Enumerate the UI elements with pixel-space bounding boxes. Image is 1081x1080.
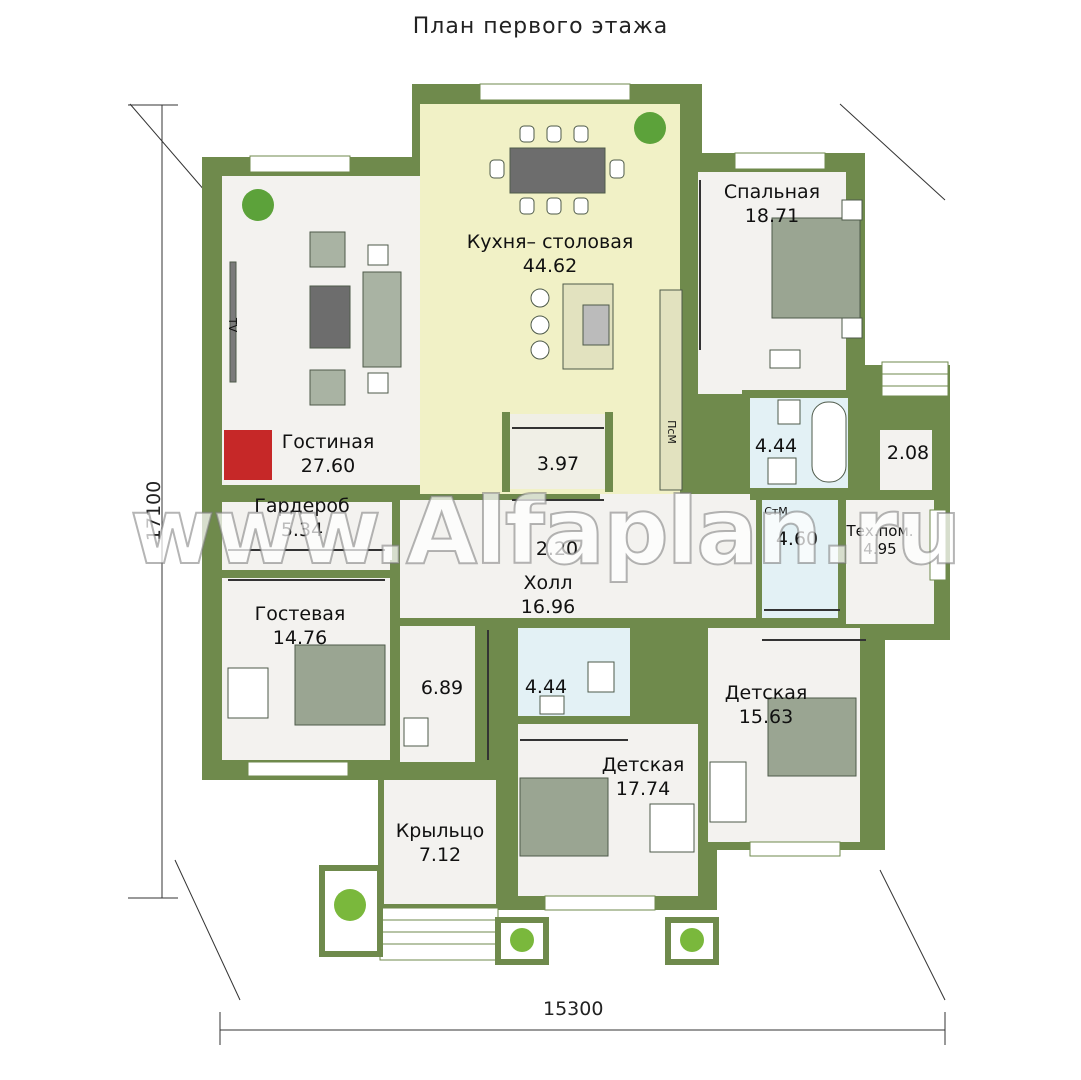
- tv-label: TV: [226, 317, 239, 333]
- room-area: 14.76: [272, 627, 328, 649]
- plan-title: План первого этажа: [412, 14, 669, 39]
- room-area: 4.44: [524, 676, 568, 698]
- washer-label: СтМ: [764, 505, 788, 518]
- room-label-bedroom: Спальная 18.71: [724, 180, 820, 228]
- room-label-living: Гостиная 27.60: [282, 430, 375, 478]
- room-label-child2: Детская 17.74: [602, 753, 685, 801]
- room-label-wc: 4.60: [776, 527, 818, 551]
- room-area: 5.34: [280, 519, 324, 541]
- windows: [247, 83, 947, 911]
- sofa: [362, 271, 402, 368]
- room-label-bath2: 4.44: [525, 675, 567, 699]
- room-label-tech: Тех.пом. 4.95: [846, 522, 913, 558]
- room-name: Кухня– столовая: [466, 231, 634, 253]
- interior-walls: [390, 390, 850, 840]
- wardrobe-racks: [228, 180, 866, 760]
- room-area: 17.74: [615, 778, 671, 800]
- room-label-bathroom: 4.44: [755, 434, 797, 458]
- room-name: Спальная: [723, 181, 821, 203]
- wc-floor: [758, 500, 840, 618]
- room-area: 16.96: [520, 596, 576, 618]
- room-label-kitchen: Кухня– столовая 44.62: [467, 230, 634, 278]
- bathtub: [811, 401, 847, 483]
- room-label-hall: Холл 16.96: [521, 571, 575, 619]
- room-area: 4.60: [775, 528, 819, 550]
- room-name: Холл: [523, 572, 573, 594]
- room-area: 6.89: [420, 677, 464, 699]
- porch-floor: [384, 780, 496, 904]
- room-name: Детская: [601, 754, 685, 776]
- room-label-porch: Крыльцо 7.12: [396, 819, 484, 867]
- room-name: Детская: [724, 682, 808, 704]
- wardrobe-floor: [222, 502, 392, 570]
- room-label-guest: Гостевая 14.76: [255, 602, 346, 650]
- room-area: 7.12: [418, 844, 462, 866]
- room-area: 27.60: [300, 455, 356, 477]
- porch-steps: [379, 361, 949, 961]
- hall-floor: [400, 500, 760, 618]
- room-label-vestibule: 2.08: [887, 441, 929, 465]
- room-label-closet: 6.89: [421, 676, 463, 700]
- room-area: 3.97: [536, 453, 580, 475]
- tv-unit: [229, 261, 237, 383]
- room-area: 18.71: [744, 205, 800, 227]
- room-name: Гостиная: [281, 431, 375, 453]
- furniture: [224, 125, 863, 857]
- dishwasher-label: ПсМ: [665, 420, 678, 444]
- room-area: 15.63: [738, 706, 794, 728]
- room-area: 2.08: [886, 442, 930, 464]
- room-label-wardrobe: Гардероб 5.34: [254, 494, 350, 542]
- dining-table: [509, 147, 606, 194]
- room-label-child1: Детская 15.63: [725, 681, 808, 729]
- fireplace: [224, 430, 272, 480]
- room-name: Гостевая: [254, 603, 346, 625]
- child-bed-1: [767, 697, 857, 777]
- room-area: 44.62: [522, 255, 578, 277]
- room-name: Гардероб: [254, 495, 350, 517]
- planters: [319, 865, 719, 965]
- guest-bed: [294, 644, 386, 726]
- dimension-lines: [128, 103, 946, 1045]
- plants: [242, 112, 666, 221]
- room-name: Тех.пом.: [846, 522, 914, 540]
- vestibule-floor: [880, 430, 932, 490]
- room-label-storage: 3.97: [537, 452, 579, 476]
- room-area: 4.95: [863, 540, 897, 558]
- kitchen-counter: [659, 289, 683, 491]
- watermark: www.Alfaplan.ru: [129, 477, 963, 586]
- room-label-pantry: 2.20: [536, 537, 578, 561]
- child-bed-2: [519, 777, 609, 857]
- storage-floor: [510, 414, 605, 489]
- room-name: Крыльцо: [395, 820, 485, 842]
- room-area: 2.20: [535, 538, 579, 560]
- room-area: 4.44: [754, 435, 798, 457]
- hall-floor-2: [600, 494, 750, 504]
- double-bed: [771, 217, 861, 319]
- tech-room-floor: [846, 500, 934, 624]
- width-dimension: 15300: [543, 998, 604, 1020]
